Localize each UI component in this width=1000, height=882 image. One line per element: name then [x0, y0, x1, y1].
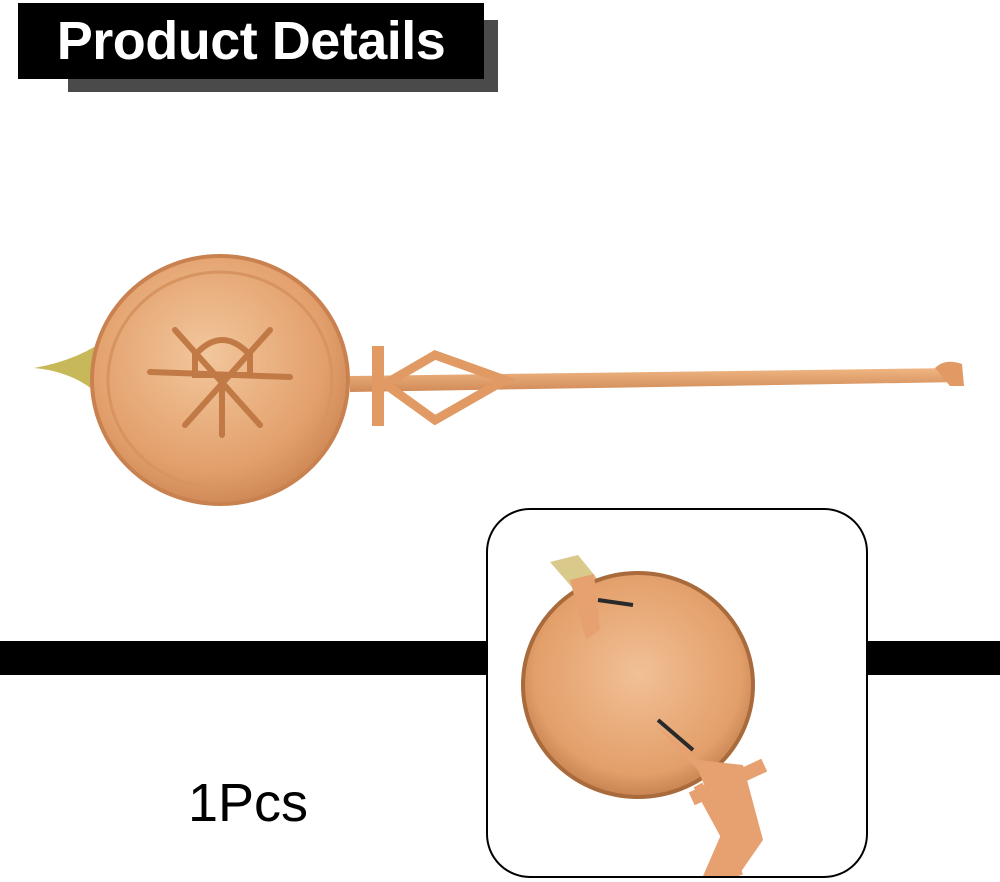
pendulum-diamond — [376, 350, 516, 426]
fire-emblem-icon — [147, 327, 293, 438]
pendulum-rod — [350, 368, 962, 392]
quantity-label: 1Pcs — [188, 773, 309, 833]
pendulum-photo — [34, 254, 964, 506]
pendulum-back-photo — [521, 555, 768, 876]
pendulum-hook — [935, 361, 964, 386]
inset-back-view — [486, 508, 868, 878]
pendulum-crossbar — [372, 346, 384, 426]
page-title: Product Details — [18, 3, 484, 79]
